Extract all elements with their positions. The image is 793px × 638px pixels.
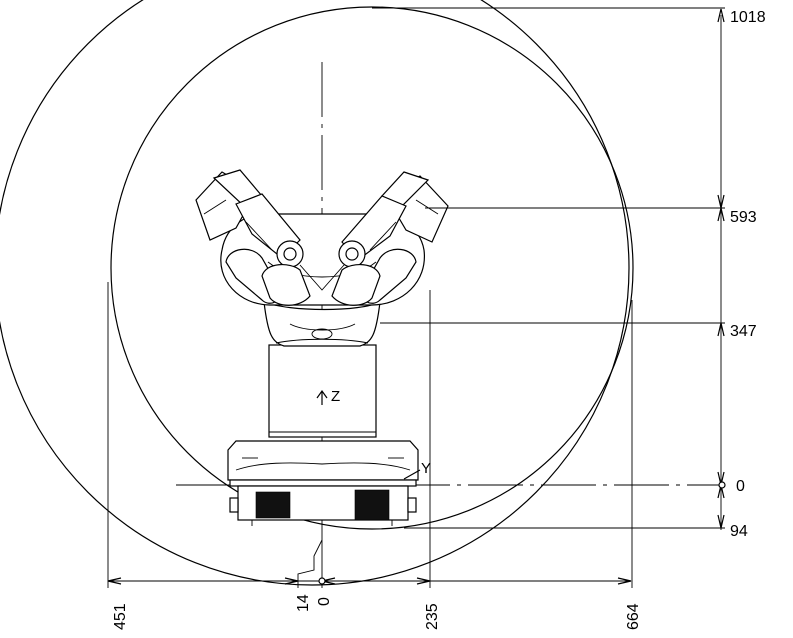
dim-label-94: 94 bbox=[730, 523, 748, 540]
robot-base bbox=[227, 440, 419, 481]
robot-shoulder bbox=[263, 300, 381, 347]
dim-label-235: 235 bbox=[424, 603, 441, 630]
z-axis-marker: Z bbox=[316, 388, 340, 405]
horizontal-dimension-line bbox=[107, 282, 633, 588]
right-reach-envelope bbox=[110, 6, 634, 530]
right-vent bbox=[354, 489, 390, 521]
left-vent bbox=[255, 491, 291, 519]
right-arm bbox=[331, 171, 449, 306]
left-arm bbox=[195, 169, 311, 306]
dim-label-593: 593 bbox=[730, 209, 757, 226]
dim-label-0-horizontal: 0 bbox=[316, 597, 333, 606]
z-axis-label: Z bbox=[331, 388, 340, 405]
dim-label-451: 451 bbox=[112, 603, 129, 630]
dim-label-347: 347 bbox=[730, 323, 757, 340]
vertical-dimension-line bbox=[372, 7, 726, 530]
dim-label-664: 664 bbox=[625, 603, 642, 630]
y-axis-marker: Y bbox=[403, 460, 431, 480]
dim-label-1018: 1018 bbox=[730, 9, 766, 26]
y-axis-label: Y bbox=[421, 460, 431, 477]
left-reach-envelope bbox=[0, 0, 630, 586]
dim-label-14: 14 bbox=[295, 594, 312, 612]
dim-label-0-vertical: 0 bbox=[736, 478, 745, 495]
